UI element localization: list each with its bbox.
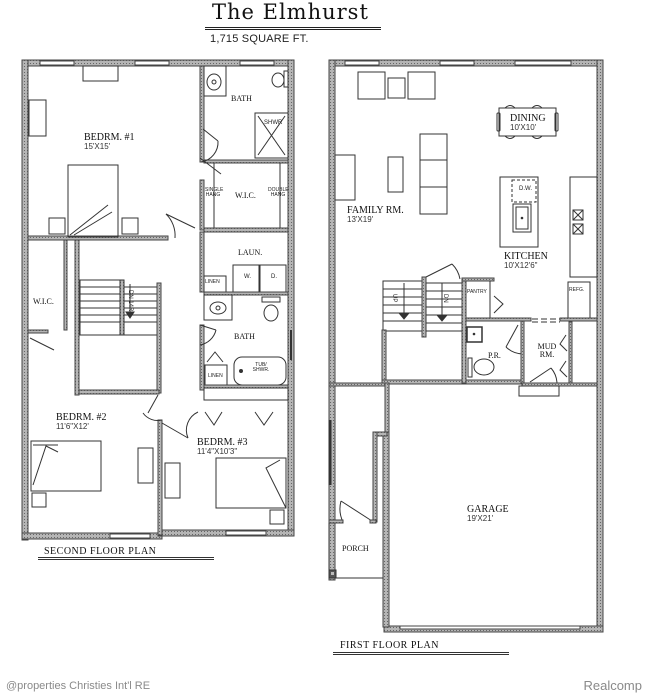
room-label-bedroom-3: BEDRM. #3: [197, 437, 248, 448]
square-footage: 1,715 SQUARE FT.: [210, 33, 309, 45]
label-tub-shower: TUB/ SHWR.: [252, 362, 270, 373]
label-stairs-down: DN: [442, 294, 448, 303]
room-dims-family-room: 13'X19': [347, 215, 374, 224]
title-underline: [205, 27, 381, 30]
label-stairs-up: UP: [391, 294, 397, 303]
second-floor-plan: [21, 59, 295, 541]
room-label-kitchen: KITCHEN: [504, 251, 548, 262]
room-label-laundry: LAUN.: [238, 248, 263, 257]
label-dishwasher: D.W.: [519, 186, 532, 192]
label-linen-bath: LINEN: [208, 373, 223, 379]
first-floor-caption: FIRST FLOOR PLAN: [340, 640, 439, 651]
room-label-master-wic: W.I.C.: [235, 191, 256, 200]
room-dims-bedroom-1: 15'X15': [84, 142, 111, 151]
room-label-wic-2: W.I.C.: [33, 297, 54, 306]
second-floor-caption: SECOND FLOOR PLAN: [44, 546, 157, 557]
label-dryer: D.: [271, 274, 277, 280]
room-dims-dining: 10'X10': [510, 123, 537, 132]
room-label-hall-bath: BATH: [234, 332, 255, 341]
room-dims-kitchen: 10'X12'6": [504, 261, 538, 270]
room-label-mud-room: MUD RM.: [537, 342, 557, 359]
room-label-dining: DINING: [510, 113, 546, 124]
label-stairs-down: DN 14R: [127, 290, 133, 312]
second-floor-caption-rule: [38, 557, 214, 560]
room-dims-bedroom-2: 11'6"X12': [56, 422, 89, 431]
label-linen-laundry: LINEN: [205, 279, 220, 285]
label-refrigerator: REFG.: [569, 287, 585, 293]
listing-broker-credit: @properties Christies Int'l RE: [6, 680, 151, 692]
room-label-master-bath: BATH: [231, 94, 252, 103]
room-dims-bedroom-3: 11'4"X10'3": [197, 447, 238, 456]
label-pantry: PANTRY: [467, 289, 487, 295]
room-label-bedroom-1: BEDRM. #1: [84, 132, 135, 143]
mls-watermark: Realcomp: [583, 678, 642, 693]
first-floor-caption-rule: [333, 652, 509, 655]
first-floor-plan: [328, 59, 604, 633]
room-label-porch: PORCH: [342, 544, 369, 553]
room-label-powder-room: P.R.: [488, 351, 501, 360]
room-dims-garage: 19'X21': [467, 514, 494, 523]
label-single-hang: SINGLE HANG: [205, 187, 224, 198]
room-label-bedroom-2: BEDRM. #2: [56, 412, 107, 423]
plan-title: The Elmhurst: [212, 0, 369, 24]
label-double-hang: DOUBLE HANG: [268, 187, 289, 198]
room-label-garage: GARAGE: [467, 504, 509, 515]
label-washer: W.: [244, 274, 251, 280]
room-label-family-room: FAMILY RM.: [347, 205, 404, 216]
room-label-shower: SHWR: [264, 120, 283, 126]
